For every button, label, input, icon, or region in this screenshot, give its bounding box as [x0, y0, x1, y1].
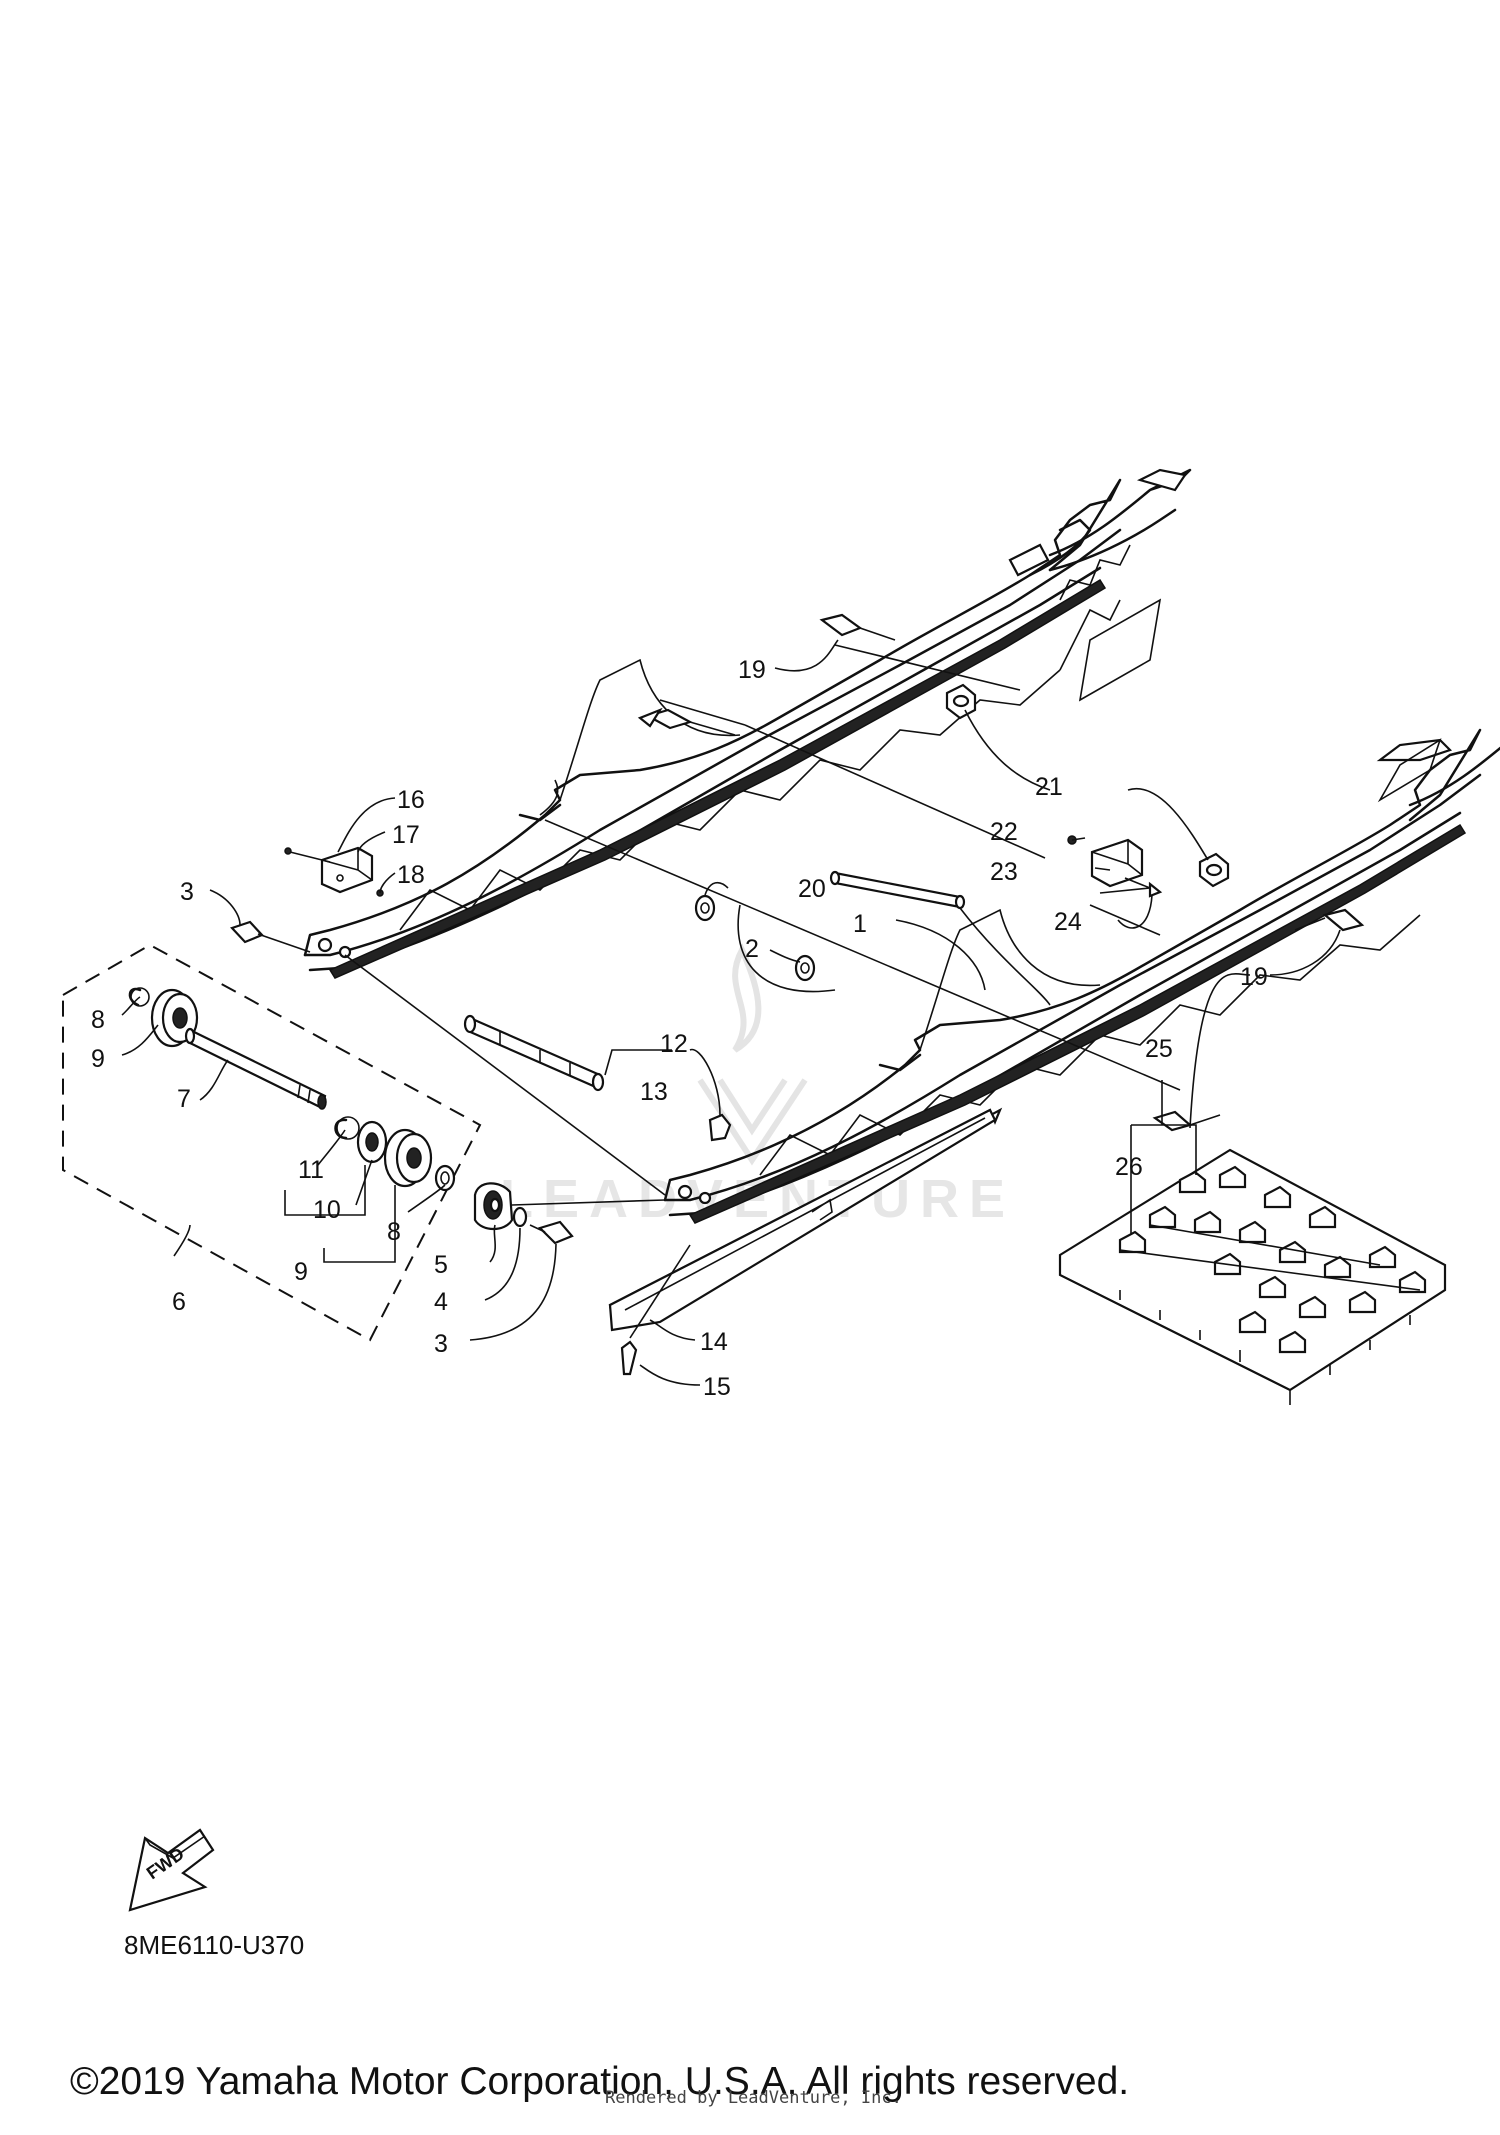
callout-25: 25 — [1145, 1035, 1173, 1063]
callout-labels: 1 2 3 3 4 5 6 7 8 8 9 9 10 11 12 13 14 1… — [91, 656, 1268, 1401]
callout-24: 24 — [1054, 908, 1082, 936]
wheel-5 — [473, 1182, 514, 1231]
callout-15: 15 — [703, 1373, 731, 1401]
washer-2-right — [794, 954, 816, 982]
callout-8b: 8 — [387, 1218, 401, 1246]
bolt-3-lower — [529, 1220, 574, 1245]
track-25 — [1058, 1148, 1447, 1405]
washer-2-left — [694, 894, 716, 922]
cross-shaft-20 — [829, 870, 966, 910]
callout-13: 13 — [640, 1078, 668, 1106]
callout-23: 23 — [990, 858, 1018, 886]
callout-3a: 3 — [180, 878, 194, 906]
callout-9a: 9 — [91, 1045, 105, 1073]
callout-18: 18 — [397, 861, 425, 889]
callout-12: 12 — [660, 1030, 688, 1058]
rear-axle-12 — [344, 954, 666, 1196]
callout-1: 1 — [853, 910, 867, 938]
callout-3b: 3 — [434, 1330, 448, 1358]
slide-rail-upper-front — [1028, 508, 1177, 601]
slide-rail-upper — [303, 468, 1192, 979]
copyright-notice: ©2019 Yamaha Motor Corporation, U.S.A. A… — [70, 2060, 1130, 2103]
callout-22: 22 — [990, 818, 1018, 846]
callout-19b: 19 — [1240, 963, 1268, 991]
bolt-3-upper — [230, 920, 311, 953]
kit-6-dashed-outline — [62, 943, 482, 1342]
watermark-logo — [697, 943, 808, 1166]
washer-4 — [512, 1206, 528, 1228]
callout-6: 6 — [172, 1288, 186, 1316]
part-code: 8ME6110-U370 — [124, 1930, 305, 1960]
stopper-17 — [284, 846, 384, 897]
callout-26: 26 — [1115, 1153, 1143, 1181]
bolt-15 — [620, 1340, 638, 1376]
callout-17: 17 — [392, 821, 420, 849]
nut-13 — [708, 1113, 732, 1142]
rendered-by-notice: Rendered by LeadVenture, Inc. — [605, 2088, 902, 2108]
callout-4: 4 — [434, 1288, 448, 1316]
circlip-8-left — [128, 987, 150, 1007]
bolt-19-lower-left — [1152, 1110, 1221, 1132]
collar-21-upper — [945, 683, 977, 720]
watermark-text: LEADVENTURE — [500, 1169, 1016, 1229]
bolt-19-upper-left — [637, 707, 736, 736]
callout-5: 5 — [434, 1251, 448, 1279]
callout-21: 21 — [1035, 773, 1063, 801]
slider-14 — [608, 1107, 1003, 1332]
fwd-arrow-icon: FWD — [128, 1828, 215, 1912]
callout-14: 14 — [700, 1328, 728, 1356]
circlip-8-right — [434, 1164, 456, 1192]
callout-16: 16 — [397, 786, 425, 814]
axle-7 — [184, 1027, 327, 1110]
bolt-19-lower-right — [1294, 908, 1365, 932]
assembly-lines — [544, 644, 1181, 1091]
slide-rail-lower — [663, 728, 1500, 1224]
callout-7: 7 — [177, 1085, 191, 1113]
callout-20: 20 — [798, 875, 826, 903]
stopper-23 — [1067, 835, 1163, 898]
callout-8a: 8 — [91, 1006, 105, 1034]
bearing-9-right — [383, 1128, 433, 1188]
bolt-19-upper-right — [819, 613, 896, 641]
callout-10: 10 — [313, 1196, 341, 1224]
callout-leaders — [121, 639, 1341, 1386]
circlip-11 — [334, 1116, 360, 1140]
collar-21-lower — [1198, 852, 1230, 888]
callout-19a: 19 — [738, 656, 766, 684]
callout-2: 2 — [745, 935, 759, 963]
bearing-10 — [356, 1120, 388, 1164]
callout-11: 11 — [298, 1156, 324, 1184]
callout-9b: 9 — [294, 1258, 308, 1286]
